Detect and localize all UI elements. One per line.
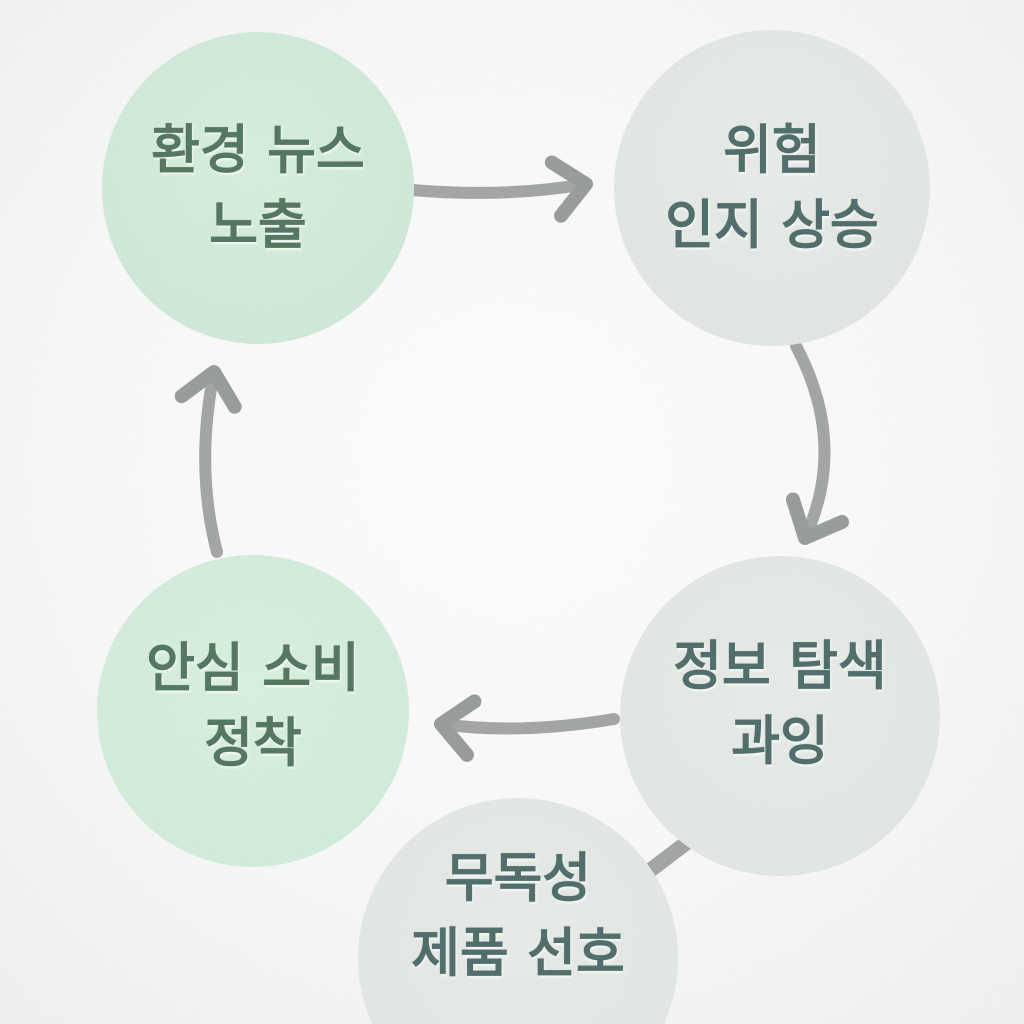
node-label-line: 과잉 [731,711,829,772]
node-label-line: 인지 상승 [665,195,879,256]
node-label: 안심 소비 정착 [146,631,360,781]
node-label-line: 무독성 [444,848,592,909]
node-label: 위험 인지 상승 [665,113,879,263]
cycle-node-information-search: 정보 탐색 과잉 [620,556,940,876]
node-label-line: 환경 뉴스 [151,120,365,181]
node-label-line: 노출 [209,195,307,256]
node-label: 무독성 제품 선호 [411,841,625,991]
node-label-line: 위험 [723,120,821,181]
node-label-line: 안심 소비 [146,638,360,699]
node-label: 환경 뉴스 노출 [151,113,365,263]
arrow-product-to-safe-icon [434,694,620,762]
cycle-node-risk-perception: 위험 인지 상승 [614,30,930,346]
cycle-node-safe-consumption: 안심 소비 정착 [97,555,409,867]
node-label: 정보 탐색 과잉 [673,629,887,779]
arrow-news-to-risk-icon [406,155,593,223]
node-label-line: 정착 [204,713,302,774]
cycle-node-environment-news: 환경 뉴스 노출 [102,32,414,344]
node-label-line: 제품 선호 [411,923,625,984]
arrow-risk-to-search-icon [785,340,850,545]
node-label-line: 정보 탐색 [673,636,887,697]
arrow-safe-to-news-icon [174,365,242,558]
